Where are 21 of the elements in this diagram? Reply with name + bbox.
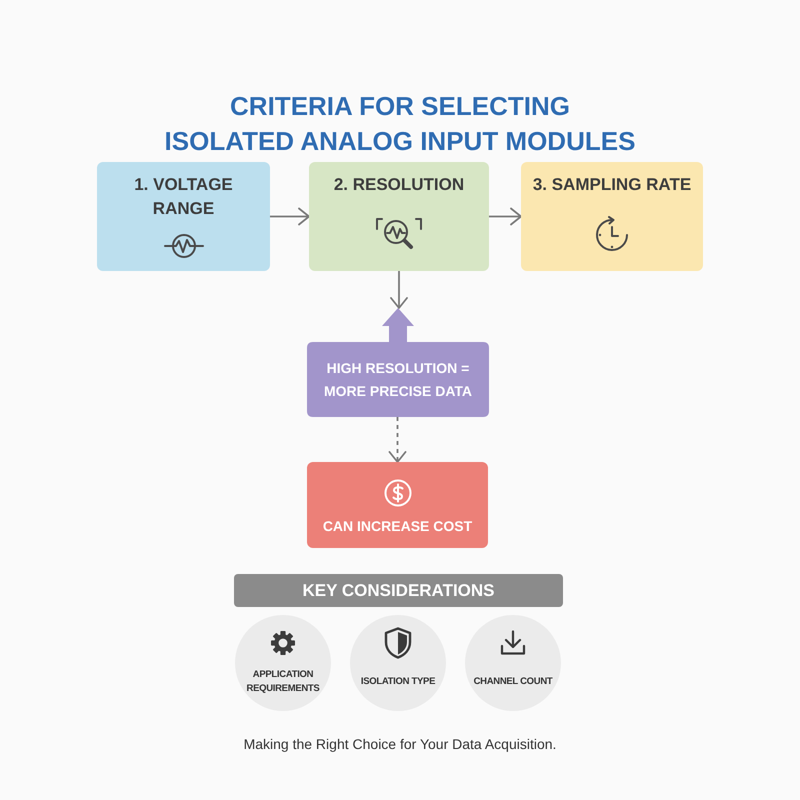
step-label: 1. VOLTAGE RANGE — [133, 174, 234, 220]
circle-label: CHANNEL COUNT — [474, 674, 552, 688]
box-label: CAN INCREASE COST — [322, 517, 472, 535]
title: CRITERIA FOR SELECTING ISOLATED ANALOG INPUT MODULES — [164, 90, 636, 158]
arrow-box — [307, 308, 489, 417]
step-label: 3. SAMPLING RATE — [532, 174, 692, 196]
step-box — [309, 162, 489, 271]
heading-bar — [234, 574, 563, 607]
step-label: 2. RESOLUTION — [334, 174, 464, 196]
process-box — [307, 462, 488, 548]
step-box — [521, 162, 703, 271]
dashed-arrow — [388, 417, 406, 463]
arrow — [270, 208, 310, 226]
step-box — [97, 162, 270, 271]
box-label: HIGH RESOLUTION = MORE PRECISE DATA — [322, 358, 474, 400]
arrow — [390, 271, 408, 309]
caption: Making the Right Choice for Your Data Acquisition. — [242, 735, 558, 753]
heading-text: KEY CONSIDERATIONS — [302, 580, 495, 602]
circle-label: ISOLATION TYPE — [360, 674, 436, 688]
arrow — [489, 208, 522, 226]
circle-label: APPLICATION REQUIREMENTS — [246, 668, 320, 696]
